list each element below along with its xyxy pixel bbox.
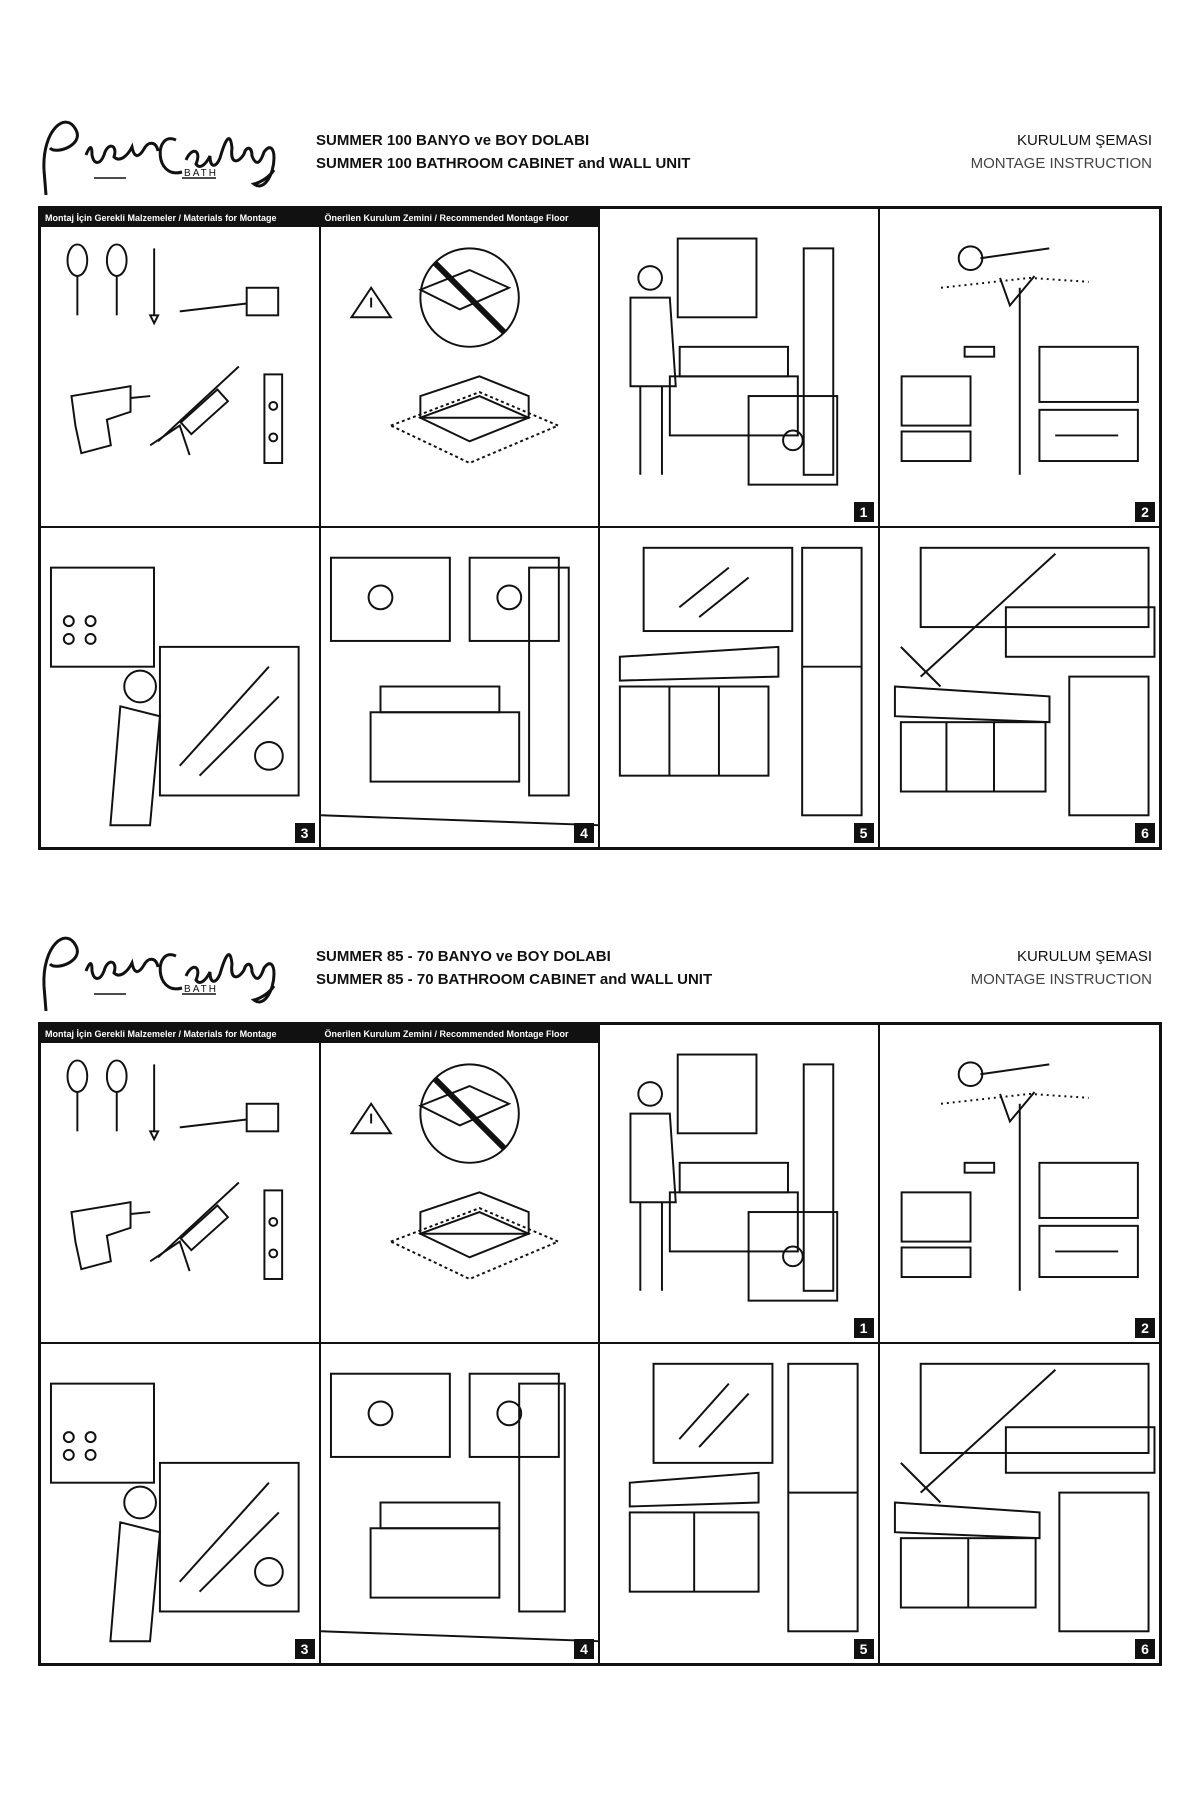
step-number: 4 xyxy=(574,823,594,843)
panel-caption: Önerilen Kurulum Zemini / Recommended Mo… xyxy=(320,209,598,227)
step-3-panel: 3 xyxy=(41,528,321,847)
instruction-grid: Montaj İçin Gerekli Malzemeler / Materia… xyxy=(38,206,1162,850)
step-number: 6 xyxy=(1135,1639,1155,1659)
step-number: 5 xyxy=(853,823,874,843)
tools-illustration xyxy=(66,1059,284,1280)
doc-type-block: KURULUM ŞEMASI MONTAGE INSTRUCTION xyxy=(971,948,1152,988)
brand-logo: BATH xyxy=(36,916,306,1026)
doc-type-tr: KURULUM ŞEMASI xyxy=(1016,948,1152,965)
step-1-illustration xyxy=(629,1053,839,1302)
step-number: 3 xyxy=(294,1639,315,1659)
step-5-panel: 5 xyxy=(600,1344,880,1663)
floor-panel: Önerilen Kurulum Zemini / Recommended Mo… xyxy=(320,209,600,528)
doc-type-tr: KURULUM ŞEMASI xyxy=(1016,132,1152,149)
instruction-grid: Montaj İçin Gerekli Malzemeler / Materia… xyxy=(38,1022,1162,1666)
doc-type-block: KURULUM ŞEMASI MONTAGE INSTRUCTION xyxy=(971,132,1152,172)
brand-sub-label: BATH xyxy=(184,168,218,179)
title-block: SUMMER 100 BANYO ve BOY DOLABI SUMMER 10… xyxy=(316,132,690,172)
section-header: BATH SUMMER 85 - 70 BANYO ve BOY DOLABI … xyxy=(0,908,1200,1028)
step-3-illustration xyxy=(49,1382,300,1643)
step-number: 6 xyxy=(1135,823,1155,843)
panel-caption: Önerilen Kurulum Zemini / Recommended Mo… xyxy=(320,1025,598,1043)
product-title-tr: SUMMER 85 - 70 BANYO ve BOY DOLABI xyxy=(316,948,611,965)
title-block: SUMMER 85 - 70 BANYO ve BOY DOLABI SUMME… xyxy=(316,948,712,988)
materials-panel: Montaj İçin Gerekli Malzemeler / Materia… xyxy=(41,209,321,528)
panel-caption: Montaj İçin Gerekli Malzemeler / Materia… xyxy=(41,209,319,227)
step-1-panel: 1 xyxy=(600,209,880,528)
floor-illustration xyxy=(349,247,561,465)
step-5-panel: 5 xyxy=(600,528,880,847)
step-number: 2 xyxy=(1135,502,1155,522)
doc-type-en: MONTAGE INSTRUCTION xyxy=(970,971,1152,988)
step-number: 4 xyxy=(574,1639,594,1659)
step-4-panel: 4 xyxy=(320,1344,600,1663)
step-3-panel: 3 xyxy=(41,1344,321,1663)
step-2-panel: 2 xyxy=(879,1025,1159,1344)
floor-panel: Önerilen Kurulum Zemini / Recommended Mo… xyxy=(320,1025,600,1344)
step-5-illustration xyxy=(628,1362,859,1633)
step-1-illustration xyxy=(629,237,839,486)
step-3-illustration xyxy=(49,566,300,827)
step-2-illustration xyxy=(900,245,1139,475)
step-5-illustration xyxy=(618,546,863,817)
step-1-panel: 1 xyxy=(600,1025,880,1344)
tools-illustration xyxy=(66,243,284,464)
warning-icon xyxy=(349,1101,393,1135)
step-6-panel: 6 xyxy=(880,1344,1160,1663)
product-title-tr: SUMMER 100 BANYO ve BOY DOLABI xyxy=(316,132,590,149)
step-2-panel: 2 xyxy=(879,209,1159,528)
step-2-illustration xyxy=(900,1061,1139,1291)
product-title-en: SUMMER 100 BATHROOM CABINET and WALL UNI… xyxy=(316,155,691,172)
step-6-illustration xyxy=(893,1362,1155,1633)
step-number: 1 xyxy=(853,1318,874,1338)
panel-caption: Montaj İçin Gerekli Malzemeler / Materia… xyxy=(41,1025,319,1043)
step-4-panel: 4 xyxy=(320,528,600,847)
step-number: 1 xyxy=(853,502,874,522)
step-6-illustration xyxy=(893,546,1155,817)
brand-sub-label: BATH xyxy=(184,984,218,995)
warning-icon xyxy=(349,285,393,319)
step-number: 5 xyxy=(853,1639,874,1659)
step-4-illustration xyxy=(320,1372,598,1643)
section-header: BATH SUMMER 100 BANYO ve BOY DOLABI SUMM… xyxy=(0,92,1200,212)
doc-type-en: MONTAGE INSTRUCTION xyxy=(970,155,1152,172)
instruction-section-1: BATH SUMMER 100 BANYO ve BOY DOLABI SUMM… xyxy=(0,92,1200,912)
floor-illustration xyxy=(349,1063,561,1281)
step-number: 3 xyxy=(294,823,315,843)
brand-logo: BATH xyxy=(36,100,306,210)
step-number: 2 xyxy=(1135,1318,1155,1338)
instruction-section-2: BATH SUMMER 85 - 70 BANYO ve BOY DOLABI … xyxy=(0,908,1200,1728)
product-title-en: SUMMER 85 - 70 BATHROOM CABINET and WALL… xyxy=(316,971,713,988)
materials-panel: Montaj İçin Gerekli Malzemeler / Materia… xyxy=(41,1025,321,1344)
step-6-panel: 6 xyxy=(880,528,1160,847)
step-4-illustration xyxy=(320,556,598,827)
